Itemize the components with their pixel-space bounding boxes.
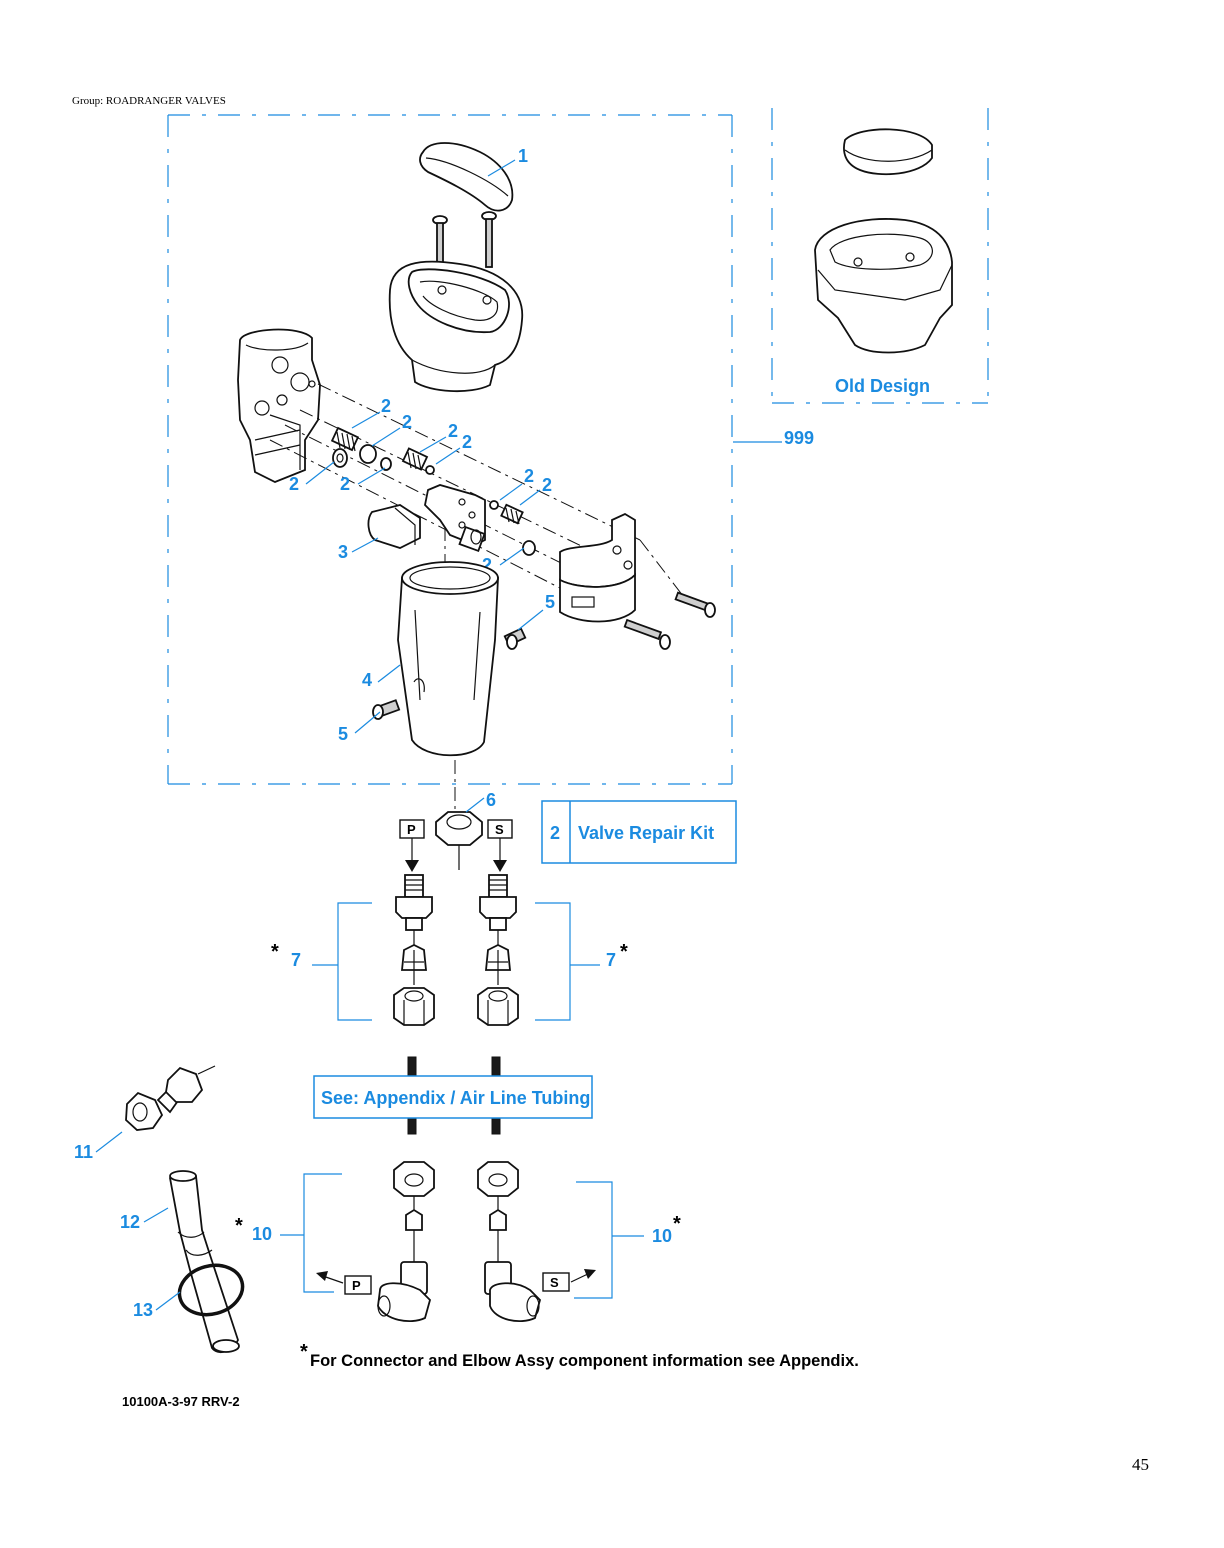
callout-2h: 2 (542, 475, 552, 495)
callout-2a: 2 (381, 396, 391, 416)
port-p-bottom: P (316, 1271, 372, 1295)
side-screws (623, 591, 716, 650)
asterisk-7-left: * (271, 941, 279, 963)
old-design-housing-part (814, 218, 953, 354)
callout-6: 6 (486, 790, 496, 810)
connector-right (477, 874, 519, 1026)
asterisk-7-right: * (620, 941, 628, 963)
callout-13: 13 (133, 1300, 153, 1320)
drawing-id: 10100A-3-97 RRV-2 (122, 1394, 240, 1409)
bracket-10-right (574, 1181, 644, 1299)
bracket-7-right (535, 902, 600, 1021)
callout-2g: 2 (524, 466, 534, 486)
tubing-reference-box: See: Appendix / Air Line Tubing (313, 1075, 593, 1119)
repair-kit-parts (330, 426, 536, 556)
callout-10-right: 10 (652, 1226, 672, 1246)
assembly-boundary (167, 114, 733, 785)
asterisk-10-left: * (235, 1215, 243, 1237)
callout-12: 12 (120, 1212, 140, 1232)
svg-text:P: P (407, 822, 416, 837)
callout-7-left: 7 (291, 950, 301, 970)
group-label: Group: ROADRANGER VALVES (72, 95, 226, 107)
svg-text:P: P (352, 1278, 361, 1293)
callout-4: 4 (362, 670, 372, 690)
hose-part (169, 1170, 240, 1354)
nut-part (435, 811, 483, 870)
port-s-bottom: S (542, 1269, 596, 1292)
hose-clamp-part (177, 1263, 245, 1317)
callout-2f: 2 (340, 474, 350, 494)
callout-3: 3 (338, 542, 348, 562)
svg-text:S: S (495, 822, 504, 837)
footnote-asterisk: * (300, 1341, 308, 1363)
page-number: 45 (1132, 1455, 1149, 1474)
callout-2c: 2 (448, 421, 458, 441)
elbow-assy-left (377, 1161, 435, 1322)
old-design-insert-part (843, 128, 933, 176)
knob-insert-part (419, 142, 514, 212)
callout-2e: 2 (289, 474, 299, 494)
elbow-assy-right (477, 1161, 542, 1322)
connector-left (393, 874, 435, 1026)
asterisk-10-right: * (673, 1213, 681, 1235)
callout-2b: 2 (402, 412, 412, 432)
kit-number: 2 (550, 823, 560, 843)
valve-repair-kit-box: 2 Valve Repair Kit (541, 800, 737, 864)
footnote-text: For Connector and Elbow Assy component i… (310, 1352, 859, 1370)
right-housing-part (559, 512, 636, 623)
valve-body-part (237, 328, 321, 483)
top-screws (432, 211, 497, 269)
kit-label: Valve Repair Kit (578, 823, 714, 843)
callout-2d: 2 (462, 432, 472, 452)
callout-2i: 2 (482, 555, 492, 575)
port-s-top: S (487, 819, 513, 872)
knob-housing-part (388, 260, 524, 393)
callout-7-right: 7 (606, 950, 616, 970)
bracket-7-left (312, 902, 372, 1021)
old-design-boundary (771, 108, 989, 404)
bushing-part (458, 525, 486, 553)
old-design-label: Old Design (835, 376, 930, 396)
port-p-top: P (399, 819, 425, 872)
button-part (367, 504, 421, 549)
callout-1: 1 (518, 146, 528, 166)
tubing-label: See: Appendix / Air Line Tubing (321, 1088, 590, 1108)
bracket-10-left (280, 1173, 342, 1293)
union-fitting-part (125, 1065, 216, 1131)
callout-10-left: 10 (252, 1224, 272, 1244)
callout-5b: 5 (338, 724, 348, 744)
svg-text:S: S (550, 1275, 559, 1290)
callouts-2: 2 2 2 2 2 2 2 2 2 (289, 396, 552, 575)
callout-11: 11 (74, 1142, 93, 1162)
callout-5a: 5 (545, 592, 555, 612)
callout-999: 999 (784, 428, 814, 448)
lever-tube-part (397, 561, 499, 757)
